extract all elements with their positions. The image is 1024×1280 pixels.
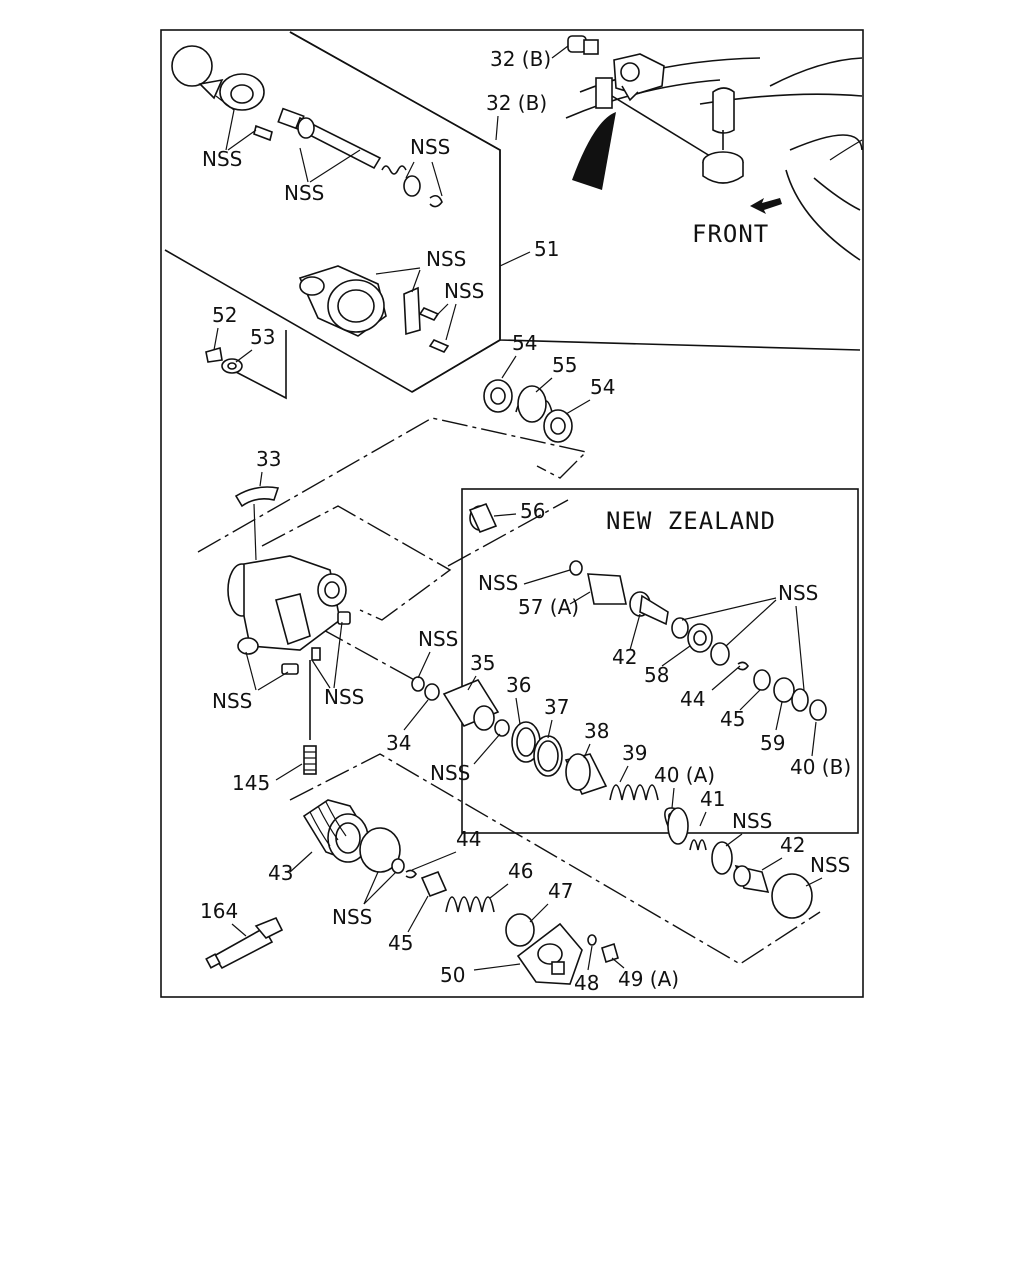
part-51-housing	[298, 265, 450, 353]
nss-label-1: NSS	[202, 147, 242, 171]
part-50-cover	[516, 922, 619, 985]
callout-49a: 49 (A)	[618, 967, 679, 991]
callout-47: 47	[548, 879, 573, 903]
cab-floor-shadow	[572, 112, 616, 190]
callout-54b: 54	[590, 375, 615, 399]
front-label: FRONT	[692, 220, 769, 248]
nss-label-14: NSS	[332, 905, 372, 929]
part-32b-switch	[567, 35, 665, 102]
callout-37: 37	[544, 695, 569, 719]
nss-label-11: NSS	[430, 761, 470, 785]
callout-56: 56	[520, 499, 545, 523]
callout-36: 36	[506, 673, 531, 697]
part-54-55-spring	[483, 379, 573, 443]
callout-42-nz: 42	[612, 645, 637, 669]
nss-label-7: NSS	[324, 685, 364, 709]
new-zealand-title: NEW ZEALAND	[606, 507, 776, 535]
main-parts-row	[411, 676, 813, 919]
callout-45-main: 45	[388, 931, 413, 955]
sealant-tube-icon	[205, 916, 284, 970]
callout-33: 33	[256, 447, 281, 471]
direction-arrow-icon	[750, 198, 782, 214]
nss-label-3: NSS	[410, 135, 450, 159]
callout-55: 55	[552, 353, 577, 377]
spring-icon	[381, 165, 407, 175]
callout-34: 34	[386, 731, 411, 755]
callout-59: 59	[760, 731, 785, 755]
shift-knob-icon	[171, 45, 213, 87]
valve-body-icon	[227, 555, 351, 675]
callout-164: 164	[200, 899, 238, 923]
callout-58: 58	[644, 663, 669, 687]
part-145-stud	[303, 660, 317, 775]
callout-42-main: 42	[780, 833, 805, 857]
part-43-piston	[302, 799, 374, 863]
callout-54a: 54	[512, 331, 537, 355]
nss-label-4: NSS	[426, 247, 466, 271]
callout-35: 35	[470, 651, 495, 675]
nss-label-6: NSS	[212, 689, 252, 713]
callout-38: 38	[584, 719, 609, 743]
nss-label-8: NSS	[478, 571, 518, 595]
nss-label-13: NSS	[810, 853, 850, 877]
callout-51: 51	[534, 237, 559, 261]
callout-52: 52	[212, 303, 237, 327]
callout-53: 53	[250, 325, 275, 349]
part-52-53-bolt	[205, 346, 243, 374]
callout-145: 145	[232, 771, 270, 795]
nss-label-10: NSS	[418, 627, 458, 651]
new-zealand-box	[461, 488, 859, 834]
shift-knob-group	[171, 45, 443, 208]
callout-46: 46	[508, 859, 533, 883]
nss-label-12: NSS	[732, 809, 772, 833]
nss-label-5: NSS	[444, 279, 484, 303]
callout-32b-top: 32 (B)	[490, 47, 551, 71]
vehicle-cab-view: FRONT	[565, 57, 863, 261]
callout-57a: 57 (A)	[518, 595, 579, 619]
diagram-frame	[160, 29, 864, 998]
nss-label-9: NSS	[778, 581, 818, 605]
part-33-shim	[234, 486, 280, 508]
callout-32b-mid: 32 (B)	[486, 91, 547, 115]
nz-parts-row	[468, 502, 827, 721]
bottom-small-parts	[359, 827, 535, 947]
callout-44-main: 44	[456, 827, 481, 851]
callout-40a: 40 (A)	[654, 763, 715, 787]
lower-group-outline	[289, 31, 861, 351]
callout-48: 48	[574, 971, 599, 995]
shift-lever-icon	[702, 87, 744, 184]
callout-45-nz: 45	[720, 707, 745, 731]
callout-40b: 40 (B)	[790, 755, 851, 779]
callout-44-nz: 44	[680, 687, 705, 711]
nss-label-2: NSS	[284, 181, 324, 205]
callout-43: 43	[268, 861, 293, 885]
callout-41: 41	[700, 787, 725, 811]
callout-50: 50	[440, 963, 465, 987]
callout-39: 39	[622, 741, 647, 765]
